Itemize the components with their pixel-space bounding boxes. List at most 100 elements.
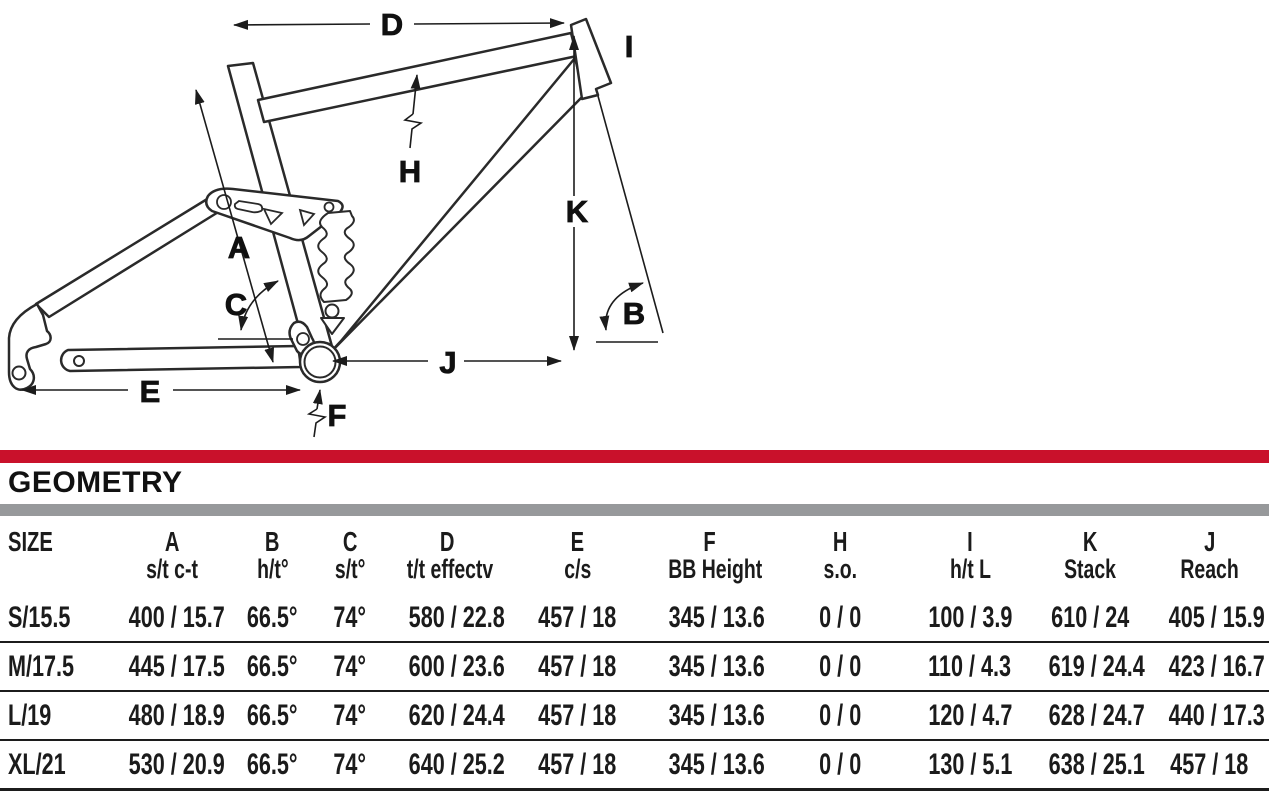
value-cell: 74° xyxy=(310,748,390,782)
dim-f-arrow xyxy=(312,389,323,410)
value-cell: 638 / 25.1 xyxy=(1030,748,1150,782)
value-cell: 66.5° xyxy=(235,601,310,635)
cell-text: 66.5° xyxy=(247,600,298,634)
cell-text: 480 / 18.9 xyxy=(128,698,225,732)
column-sublabel: Stack xyxy=(1064,554,1116,584)
value-cell: 100 / 3.9 xyxy=(910,601,1030,635)
value-cell: 457 / 18 xyxy=(505,601,650,635)
cell-text: 638 / 25.1 xyxy=(1048,747,1145,781)
cell-text: 457 / 18 xyxy=(538,698,617,732)
cell-text: 345 / 13.6 xyxy=(668,600,765,634)
cell-text: 445 / 17.5 xyxy=(128,649,225,683)
cell-text: 66.5° xyxy=(247,698,298,732)
cell-text: 457 / 18 xyxy=(538,649,617,683)
dim-h-break xyxy=(403,113,424,149)
cell-text: 0 / 0 xyxy=(818,600,862,634)
column-letter: I xyxy=(967,526,973,557)
value-cell: 120 / 4.7 xyxy=(910,699,1030,733)
rocker-pivot-right xyxy=(323,201,335,213)
size-cell: M/17.5 xyxy=(0,650,110,684)
value-cell: 66.5° xyxy=(235,699,310,733)
column-letter: J xyxy=(1203,526,1216,557)
cell-text: 74° xyxy=(333,698,367,732)
cell-text: 600 / 23.6 xyxy=(408,649,505,683)
gray-divider xyxy=(0,504,1269,516)
column-letter: E xyxy=(570,526,585,557)
cell-text: 74° xyxy=(333,747,367,781)
value-cell: 0 / 0 xyxy=(770,650,910,684)
frame-diagram: D I H K A C B E J F xyxy=(7,7,664,438)
cell-text: XL/21 xyxy=(8,747,66,781)
column-sublabel: h/t° xyxy=(256,554,289,584)
value-cell: 66.5° xyxy=(235,748,310,782)
dim-c-arc xyxy=(238,280,279,331)
label-d: D xyxy=(381,7,403,42)
value-cell: 457 / 18 xyxy=(505,699,650,733)
value-cell: 74° xyxy=(310,601,390,635)
column-sublabel: BB Height xyxy=(668,554,763,584)
dim-b-arc xyxy=(599,282,644,331)
value-cell: 423 / 16.7 xyxy=(1150,650,1269,684)
cell-text: 640 / 25.2 xyxy=(408,747,505,781)
dimension-lines xyxy=(21,18,664,438)
column-sublabel: c/s xyxy=(563,554,592,584)
value-cell: 0 / 0 xyxy=(770,748,910,782)
cell-text: 130 / 5.1 xyxy=(927,747,1013,781)
dim-b-axis xyxy=(597,95,664,334)
dim-f-break xyxy=(306,408,328,438)
cell-text: 66.5° xyxy=(247,747,298,781)
cell-text: 457 / 18 xyxy=(1170,747,1249,781)
cell-text: 345 / 13.6 xyxy=(668,698,765,732)
column-sublabel: t/t effectv xyxy=(406,554,494,584)
shock-spring xyxy=(317,210,355,303)
axle-hole xyxy=(11,365,27,381)
value-cell: 0 / 0 xyxy=(770,601,910,635)
cell-text: 0 / 0 xyxy=(818,747,862,781)
cell-text: 0 / 0 xyxy=(818,698,862,732)
chain-stay xyxy=(59,344,303,373)
cell-text: 400 / 15.7 xyxy=(128,600,225,634)
column-letter: D xyxy=(440,526,455,557)
column-letter: SIZE xyxy=(8,526,53,557)
value-cell: 480 / 18.9 xyxy=(110,699,235,733)
cell-text: 610 / 24 xyxy=(1050,600,1130,634)
head-tube xyxy=(569,17,613,101)
label-i: I xyxy=(625,29,634,64)
rear-triangle xyxy=(7,191,303,391)
value-cell: 530 / 20.9 xyxy=(110,748,235,782)
cell-text: 0 / 0 xyxy=(818,649,862,683)
cell-text: 628 / 24.7 xyxy=(1048,698,1145,732)
suspension-linkage xyxy=(204,187,355,356)
label-h: H xyxy=(399,154,421,189)
column-letter: H xyxy=(832,526,848,557)
cell-text: 620 / 24.4 xyxy=(408,698,505,732)
value-cell: 640 / 25.2 xyxy=(390,748,505,782)
cell-text: 66.5° xyxy=(247,649,298,683)
value-cell: 400 / 15.7 xyxy=(110,601,235,635)
value-cell: 74° xyxy=(310,699,390,733)
column-letter: B xyxy=(265,526,280,557)
column-sublabel: s/t° xyxy=(334,554,366,584)
cell-text: L/19 xyxy=(8,698,52,732)
column-sublabel: h/t L xyxy=(949,554,991,584)
label-e: E xyxy=(140,374,161,409)
size-cell: XL/21 xyxy=(0,748,110,782)
value-cell: 66.5° xyxy=(235,650,310,684)
column-sublabel: s/t c-t xyxy=(146,554,199,584)
value-cell: 580 / 22.8 xyxy=(390,601,505,635)
cell-text: 619 / 24.4 xyxy=(1048,649,1145,683)
cell-text: M/17.5 xyxy=(8,649,75,683)
column-size: SIZE xyxy=(0,526,110,582)
